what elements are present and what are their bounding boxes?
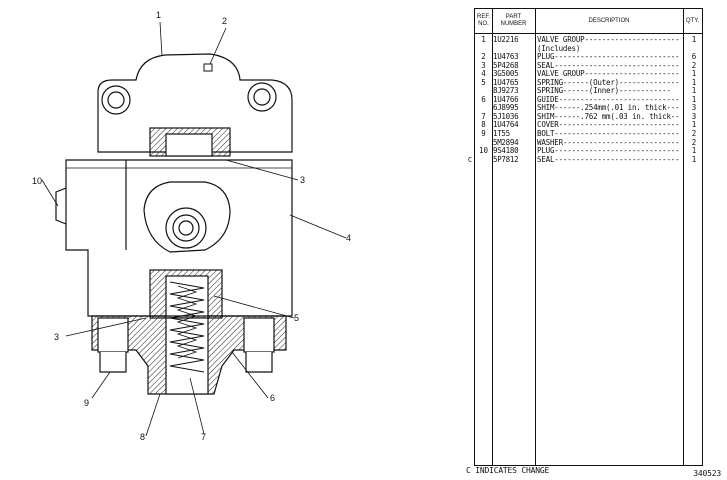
quantity: 1 <box>691 146 697 156</box>
table-row: (Includes) <box>475 45 702 54</box>
description: WASHER--------------------------------- <box>537 138 679 147</box>
description: VALVE GROUP-------------------------- <box>537 70 679 79</box>
ref-number: 9 <box>481 129 486 139</box>
quantity: 6 <box>691 52 697 62</box>
table-row: 2 1U4763 PLUG----------------------------… <box>475 53 702 62</box>
valve-body <box>65 159 293 317</box>
table-row: 10 9S4180 PLUG----------------------------… <box>475 147 702 156</box>
table-row: 6 1U4766 GUIDE----------------------------… <box>475 94 702 105</box>
header-description: DESCRIPTION <box>588 17 630 24</box>
callout-5: 5 <box>294 313 300 323</box>
callout-3-lower: 3 <box>54 332 60 342</box>
part-number: 1U4764 <box>493 120 519 130</box>
table-row: 3 5P4268 SEAL-----------------------------… <box>475 60 702 71</box>
quantity: 1 <box>691 77 697 87</box>
callout-9: 9 <box>84 398 90 408</box>
description: VALVE GROUP-----------------------------… <box>537 36 679 44</box>
ref-number: 8 <box>481 120 486 130</box>
ref-number: 1 <box>481 35 486 44</box>
description: SEAL------------------------------------… <box>537 61 679 70</box>
column-divider <box>492 9 493 465</box>
callout-6: 6 <box>270 393 276 403</box>
description: SPRING------(Outer)-------------- <box>537 78 679 87</box>
quantity: 2 <box>691 60 697 70</box>
quantity: 3 <box>691 103 697 113</box>
description: SEAL------------------------------------… <box>537 155 679 164</box>
change-mark: C <box>467 155 473 164</box>
header-ref-no: REF. NO. <box>476 14 490 27</box>
description: GUIDE----------------------------------- <box>537 95 679 104</box>
quantity: 1 <box>691 120 697 130</box>
table-row: C 5P7812 SEAL-----------------------------… <box>468 154 702 165</box>
quantity: 1 <box>691 69 697 79</box>
ref-number: 4 <box>481 69 486 79</box>
part-number: 5P4268 <box>493 60 519 70</box>
table-row: 8J9273 SPRING------(Inner)------------ 1 <box>475 87 702 96</box>
ref-number: 6 <box>481 94 486 104</box>
quantity: 1 <box>691 154 697 164</box>
description: PLUG------------------------------- <box>537 53 679 62</box>
column-divider <box>683 9 684 465</box>
description: SHIM------.254mm(.01 in. thick--- <box>537 104 679 113</box>
column-divider <box>535 9 536 465</box>
table-row: 4 3G5005 VALVE GROUP----------------------… <box>475 70 702 79</box>
callout-7: 7 <box>201 432 207 442</box>
callout-2: 2 <box>222 16 228 26</box>
part-number: 1U4766 <box>493 94 519 104</box>
table-row: 6J8995 SHIM------.254mm(.01 in. thick--- 3 <box>475 104 702 113</box>
valve-group-drawing <box>41 21 347 437</box>
illustration-number: 340523 <box>693 469 721 478</box>
table-row: 5M2894 WASHER----------------------------… <box>475 137 702 148</box>
ref-number: 7 <box>481 111 486 121</box>
description: SPRING------(Inner)------------ <box>537 87 671 96</box>
part-number: 9S4180 <box>493 146 519 156</box>
description: BOLT------------------------------------… <box>537 130 679 139</box>
description: PLUG------------------------------------… <box>537 147 679 156</box>
table-row: 8 1U4764 COVER----------------------------… <box>475 121 702 130</box>
table-row: 1 1U2216 VALVE GROUP----------------------… <box>475 35 702 45</box>
table-row: 9 1T55 BOLT-------------------------------… <box>475 129 702 139</box>
part-number: 1U4765 <box>493 77 519 87</box>
quantity: 1 <box>691 86 697 96</box>
callout-3-upper: 3 <box>300 175 306 185</box>
table-row: 7 5J1036 SHIM------.762 mm(.03 in. thick--… <box>475 111 702 122</box>
callout-1: 1 <box>156 10 162 20</box>
description: COVER----------------------------------- <box>537 121 679 130</box>
part-number: 1T55 <box>493 129 510 139</box>
quantity: 2 <box>691 137 697 147</box>
ref-number: 2 <box>481 52 486 62</box>
table-header: REF. NO. PART NUMBER DESCRIPTION QTY. <box>475 9 702 34</box>
header-part-number: PART NUMBER <box>500 14 527 27</box>
callout-4: 4 <box>346 233 352 243</box>
cover-plate <box>97 53 293 153</box>
part-number: 5J1036 <box>493 111 519 121</box>
ref-number: 10 <box>478 146 489 156</box>
ref-number: 5 <box>481 77 486 87</box>
quantity: 1 <box>691 35 697 44</box>
table-row: 5 1U4765 SPRING------(Outer)--------------… <box>475 77 702 88</box>
part-number: 6J8995 <box>493 103 519 113</box>
header-qty: QTY. <box>685 17 700 24</box>
ref-number: 3 <box>481 60 486 70</box>
quantity: 3 <box>691 111 697 121</box>
description: (Includes) <box>537 44 581 53</box>
part-number: 1U2216 <box>493 35 519 44</box>
part-number: 3G5005 <box>493 69 519 79</box>
change-legend: C INDICATES CHANGE <box>466 466 550 475</box>
part-number: 8J9273 <box>493 86 519 96</box>
part-number: 1U4763 <box>493 52 519 62</box>
callout-10: 10 <box>32 176 43 186</box>
callout-8: 8 <box>140 432 146 442</box>
description: SHIM------.762 mm(.03 in. thick--- <box>537 112 679 121</box>
quantity: 1 <box>691 94 697 104</box>
part-number: 5P7812 <box>493 154 519 164</box>
part-number: 5M2894 <box>493 137 519 147</box>
quantity: 2 <box>691 129 697 139</box>
